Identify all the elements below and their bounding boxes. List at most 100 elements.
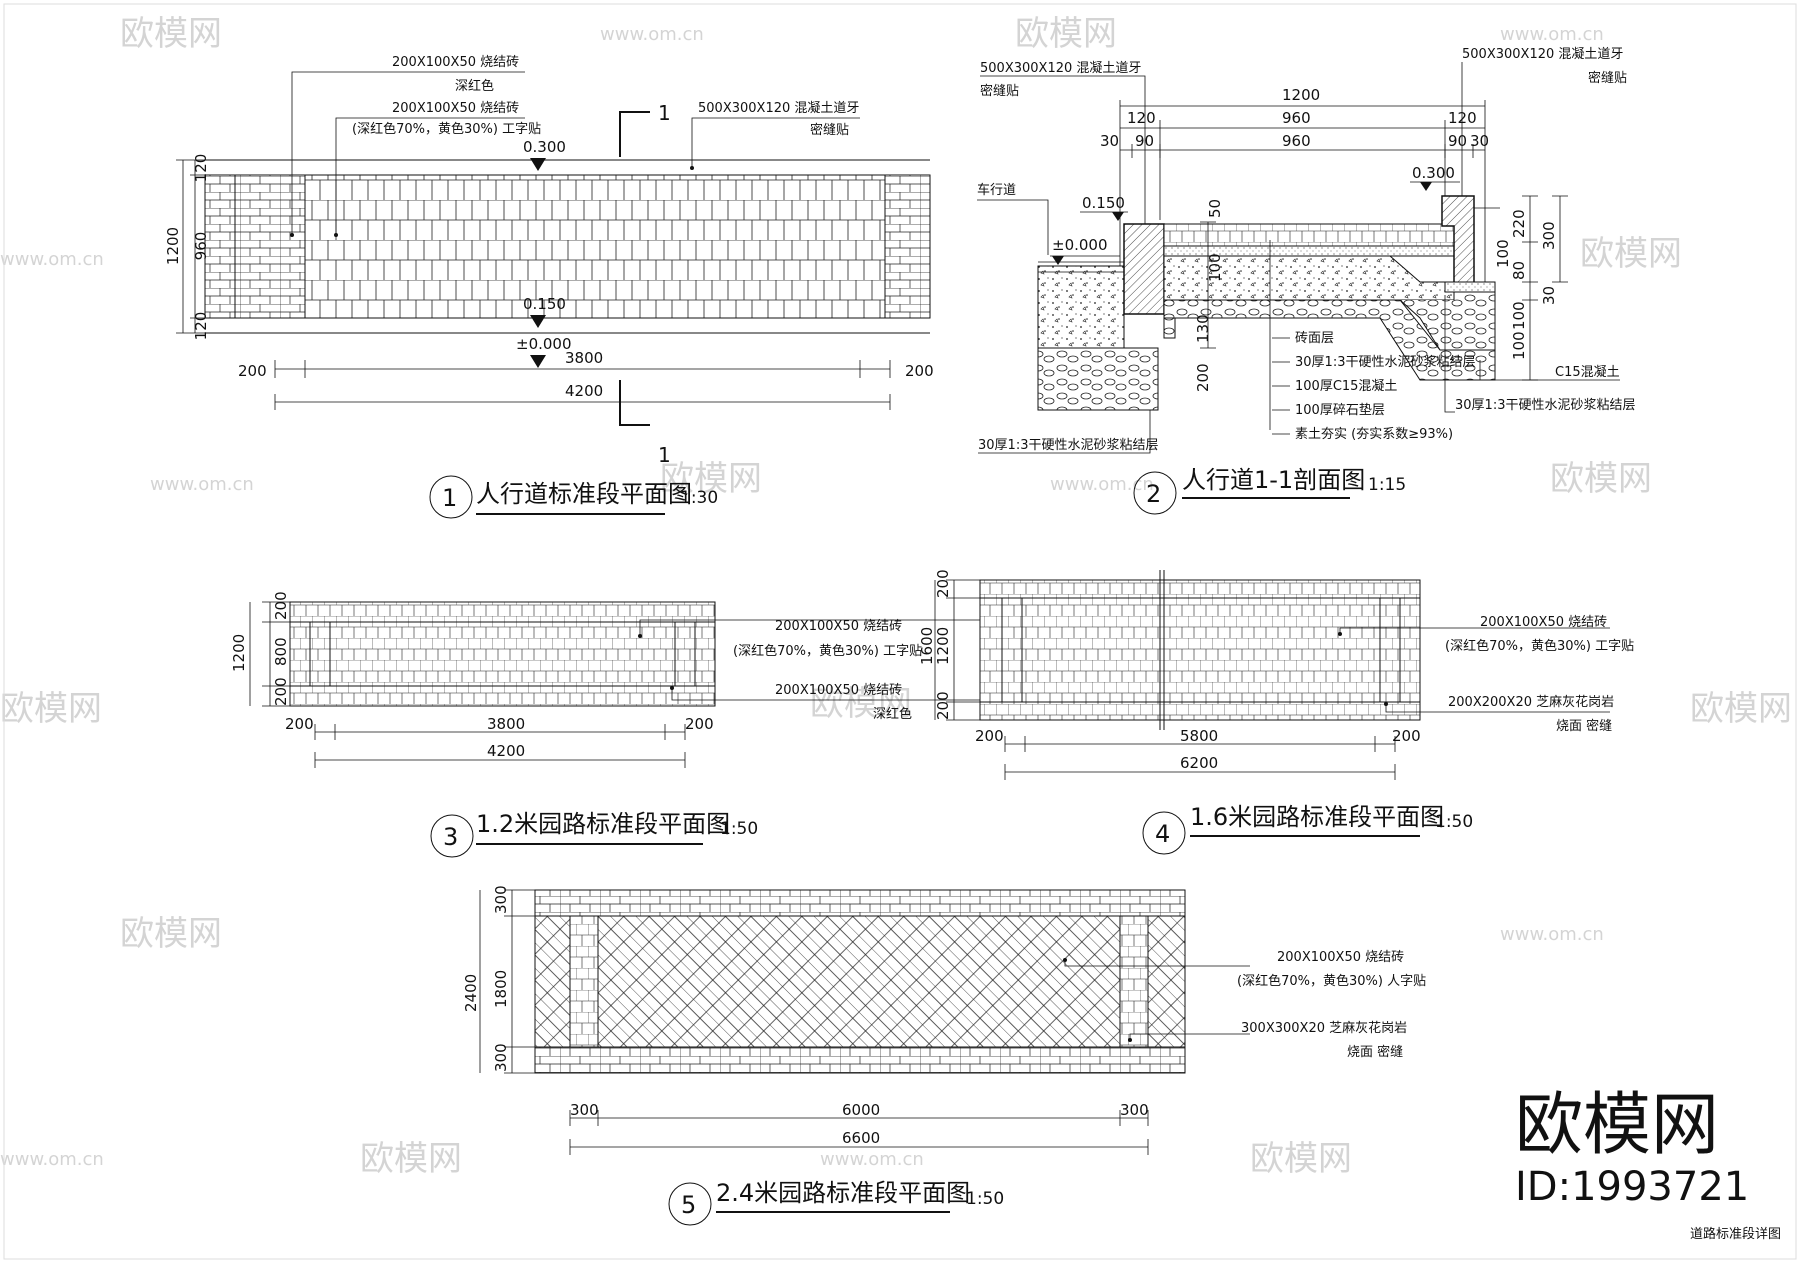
elevation-marker-icon [1052, 256, 1064, 265]
fig1-dim-left-120a: 120 [192, 154, 210, 183]
watermark-url: www.om.cn [0, 249, 104, 270]
fig2-curb-left-joint: 密缝贴 [980, 83, 1019, 99]
fig2-dim-v-130: 130 [1194, 314, 1212, 343]
fig2-dim-v-50: 50 [1206, 199, 1224, 218]
fig1-note-curb: 500X300X120 混凝土道牙 [698, 100, 859, 116]
fig5-dim-left-2400: 2400 [462, 974, 480, 1012]
fig3-dim-left-800: 800 [272, 637, 290, 666]
fig3-dim-left-1200: 1200 [230, 634, 248, 672]
fig4-title: 1.6米园路标准段平面图 [1190, 803, 1444, 831]
sheet-title: 道路标准段详图 [1690, 1226, 1781, 1242]
figure-4-1-6m-path-plan: 200X100X50 烧结砖 (深红色70%，黄色30%) 工字贴 200X20… [918, 569, 1634, 855]
watermark-url: www.om.cn [820, 1149, 924, 1170]
fig2-dim-v-r100a: 100 [1494, 239, 1512, 268]
fig2-elev-0300: 0.300 [1412, 164, 1455, 182]
fig2-dim-row2-960: 960 [1282, 132, 1311, 150]
fig1-note-brick2-pattern: (深红色70%，黄色30%) 工字贴 [352, 121, 541, 137]
fig4-note-granite-finish: 烧面 密缝 [1556, 718, 1612, 734]
fig1-dim-left-1200: 1200 [164, 227, 182, 265]
fig2-right-mortar: 30厚1:3干硬性水泥砂浆粘结层 [1455, 398, 1635, 413]
fig3-dim-left-200a: 200 [272, 591, 290, 620]
fig2-dim-row2-30b: 30 [1470, 132, 1489, 150]
fig2-dim-v-30: 30 [1540, 286, 1558, 305]
fig1-dim-bottom-4200: 4200 [565, 382, 603, 400]
fig2-layer-mortar: 30厚1:3干硬性水泥砂浆粘结层 [1295, 355, 1475, 370]
figure-1-sidewalk-plan: 1 1 0.300 0.150 ±0.000 200X100X50 烧结砖 深红… [164, 55, 934, 519]
watermark-brand: 欧模网 [1015, 14, 1117, 54]
fig5-dim-left-300b: 300 [492, 1043, 510, 1072]
figure-2-sidewalk-section: 500X300X120 混凝土道牙 密缝贴 500X300X120 混凝土道牙 … [977, 46, 1635, 515]
fig4-scale: 1:50 [1435, 812, 1473, 832]
fig1-note-curb-joint: 密缝贴 [810, 122, 849, 138]
fig4-number: 4 [1155, 820, 1170, 848]
fig1-dim-bottom-200a: 200 [238, 362, 267, 380]
fig1-number: 1 [442, 484, 457, 512]
fig1-note-brick: 200X100X50 烧结砖 [392, 55, 519, 70]
fig1-note-brick2: 200X100X50 烧结砖 [392, 101, 519, 116]
fig5-dim-bottom-300a: 300 [570, 1101, 599, 1119]
watermark-url: www.om.cn [1500, 924, 1604, 945]
fig2-layer-soil: 素土夯实 (夯实系数≥93%) [1295, 427, 1453, 442]
watermark-url: www.om.cn [1500, 24, 1604, 45]
watermark-brand: 欧模网 [810, 684, 912, 724]
fig2-elev-0000: ±0.000 [1052, 236, 1108, 254]
fig3-note-brick2: 200X100X50 烧结砖 [775, 683, 902, 698]
section-mark-bottom: 1 [658, 443, 671, 467]
watermark-brand: 欧模网 [120, 14, 222, 54]
fig1-dim-bottom-200b: 200 [905, 362, 934, 380]
fig1-dim-left-120b: 120 [192, 312, 210, 341]
watermark-url: www.om.cn [0, 1149, 104, 1170]
watermark-brand: 欧模网 [0, 689, 102, 729]
fig3-note-brick2-color: 深红色 [873, 706, 912, 722]
elevation-marker-icon [530, 158, 546, 171]
fig4-dim-left-1600: 1600 [918, 627, 936, 665]
fig3-dim-bottom-3800: 3800 [487, 715, 525, 733]
fig2-dim-v-300: 300 [1540, 221, 1558, 250]
fig1-note-brick-color: 深红色 [455, 78, 494, 94]
fig5-note-granite: 300X300X20 芝麻灰花岗岩 [1241, 1020, 1407, 1036]
fig5-dim-bottom-6000: 6000 [842, 1101, 880, 1119]
fig5-dim-bottom-6600: 6600 [842, 1129, 880, 1147]
elevation-marker-icon [530, 355, 546, 368]
fig3-note-brick: 200X100X50 烧结砖 [775, 619, 902, 634]
fig5-note-granite-finish: 烧面 密缝 [1347, 1044, 1403, 1060]
fig2-right-concrete: C15混凝土 [1555, 364, 1620, 380]
fig2-dim-top-1200: 1200 [1282, 86, 1320, 104]
watermark-brand: 欧模网 [1250, 1139, 1352, 1179]
fig2-dim-row1-960: 960 [1282, 109, 1311, 127]
fig2-dim-v-100: 100 [1206, 253, 1224, 282]
fig2-dim-v-r100b: 100 [1510, 301, 1528, 330]
fig4-dim-left-200a: 200 [934, 569, 952, 598]
fig5-title: 2.4米园路标准段平面图 [716, 1179, 970, 1207]
watermark-brand: 欧模网 [1550, 459, 1652, 499]
fig4-dim-left-1200: 1200 [934, 627, 952, 665]
fig4-dim-bottom-6200: 6200 [1180, 754, 1218, 772]
watermark-brand: 欧模网 [120, 914, 222, 954]
watermark-brand: 欧模网 [1580, 234, 1682, 274]
watermark-url: www.om.cn [600, 24, 704, 45]
fig2-layer-brick: 砖面层 [1295, 331, 1334, 346]
fig2-dim-row2-90a: 90 [1135, 132, 1154, 150]
fig2-elev-0150: 0.150 [1082, 194, 1125, 212]
fig2-bottom-mortar: 30厚1:3干硬性水泥砂浆粘结层 [978, 438, 1158, 453]
fig2-road-label: 车行道 [977, 182, 1016, 198]
fig1-dim-bottom-3800: 3800 [565, 349, 603, 367]
fig3-note-brick-pattern: (深红色70%，黄色30%) 工字贴 [733, 643, 922, 659]
fig5-number: 5 [681, 1191, 696, 1219]
figure-5-2-4m-path-plan: 200X100X50 烧结砖 (深红色70%，黄色30%) 人字贴 300X30… [462, 885, 1426, 1226]
fig4-dim-bottom-200a: 200 [975, 727, 1004, 745]
fig5-dim-left-1800: 1800 [492, 970, 510, 1008]
watermark-url: www.om.cn [1050, 474, 1154, 495]
fig4-dim-left-200b: 200 [934, 691, 952, 720]
fig5-scale: 1:50 [966, 1189, 1004, 1209]
fig2-dim-row1-120b: 120 [1448, 109, 1477, 127]
figure-3-1-2m-path-plan: 200X100X50 烧结砖 (深红色70%，黄色30%) 工字贴 200X10… [230, 591, 1065, 858]
watermark-brand: 欧模网 [660, 459, 762, 499]
fig5-note-brick-pattern: (深红色70%，黄色30%) 人字贴 [1237, 973, 1426, 989]
fig4-note-granite: 200X200X20 芝麻灰花岗岩 [1448, 694, 1614, 710]
elevation-marker-icon [530, 315, 546, 328]
fig1-title: 人行道标准段平面图 [476, 480, 692, 508]
fig4-dim-bottom-5800: 5800 [1180, 727, 1218, 745]
fig2-layer-concrete: 100厚C15混凝土 [1295, 378, 1397, 394]
